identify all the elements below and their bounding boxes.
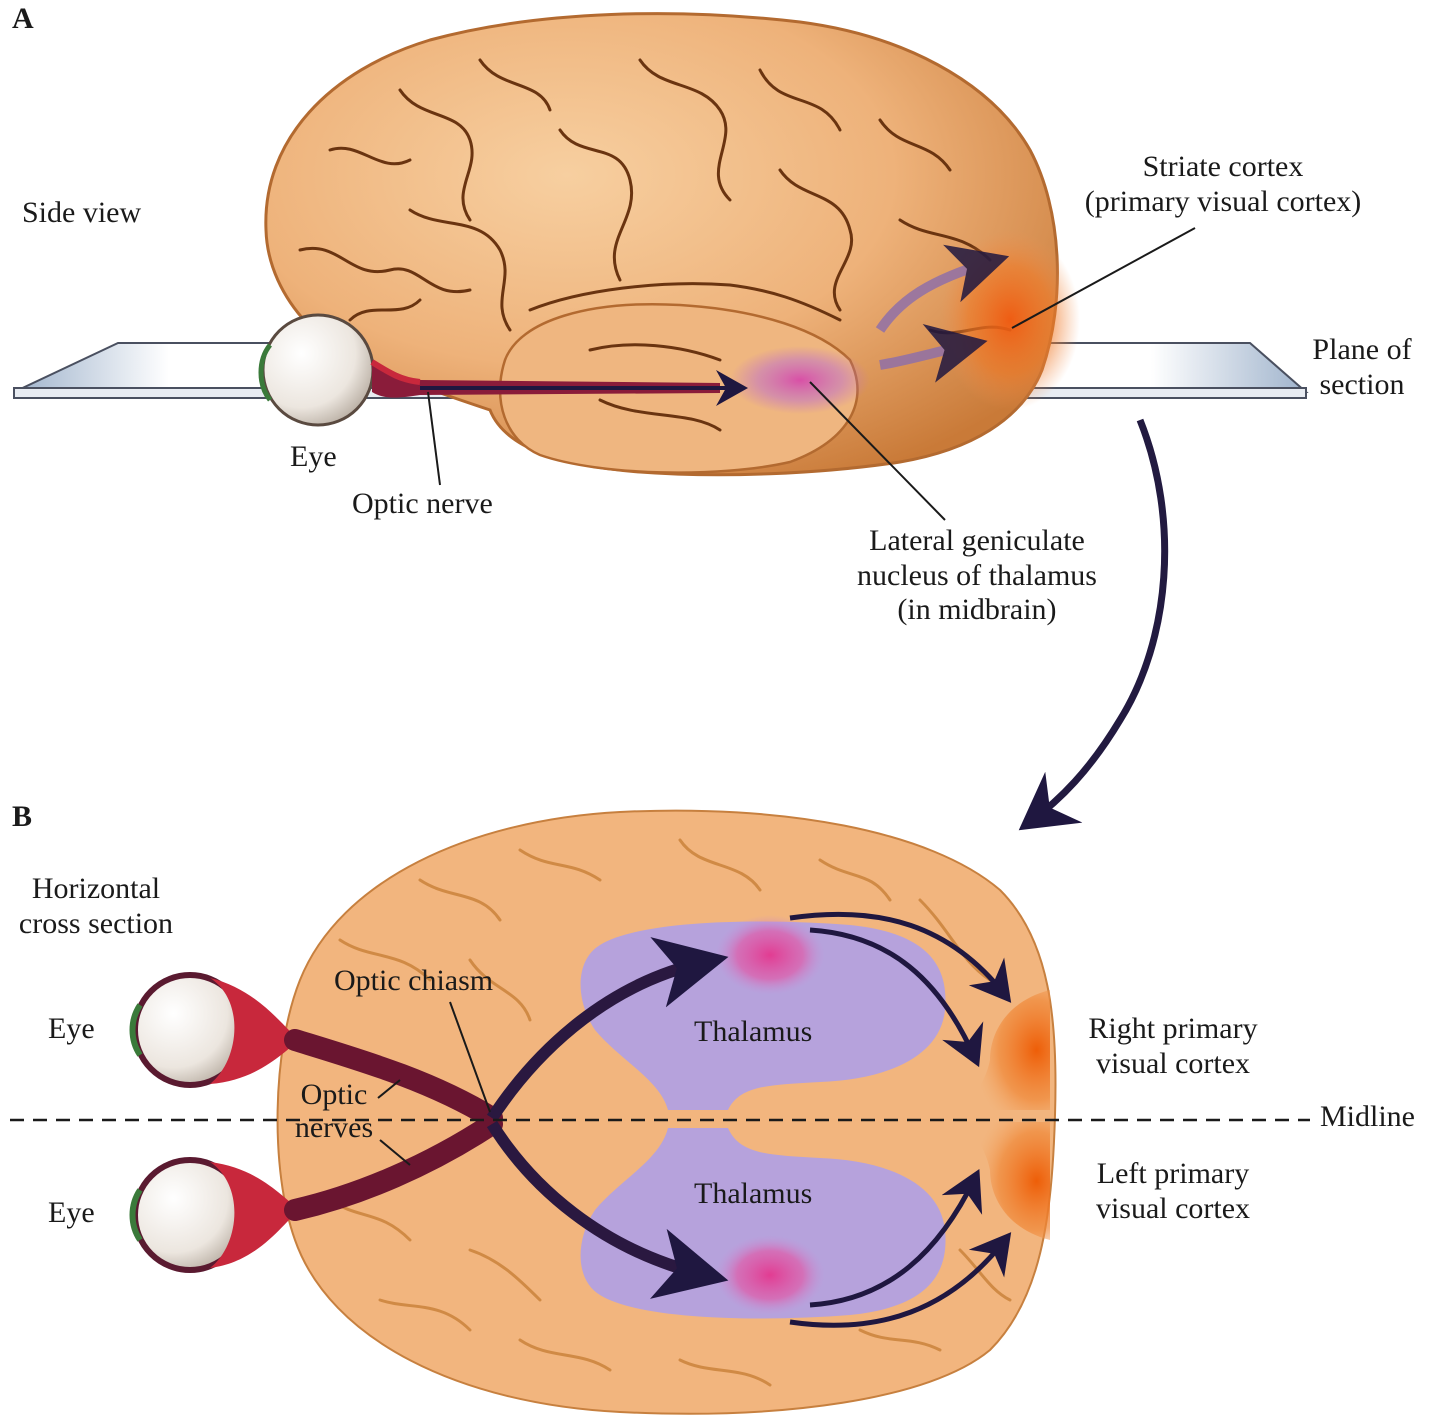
optic-chiasm-label: Optic chiasm (334, 964, 493, 999)
optic-nerves-line-1: Optic (286, 1078, 382, 1111)
optic-nerves-label: Optic nerves (286, 1078, 382, 1144)
eye-bottom-label: Eye (48, 1196, 95, 1231)
left-cortex-line-1: Left primary (1068, 1157, 1278, 1192)
right-cortex-line-1: Right primary (1068, 1012, 1278, 1047)
lgn-line-3: (in midbrain) (822, 593, 1132, 628)
side-view-label: Side view (22, 196, 141, 231)
thalamus-top-label: Thalamus (694, 1015, 812, 1050)
midline-label: Midline (1320, 1100, 1415, 1135)
right-cortex-label: Right primary visual cortex (1068, 1012, 1278, 1081)
plane-of-section-label: Plane of section (1296, 333, 1428, 402)
horizontal-line-2: cross section (0, 907, 192, 942)
eye-side-label: Eye (290, 440, 337, 475)
plane-line-2: section (1296, 368, 1428, 403)
optic-nerve-label: Optic nerve (352, 487, 493, 522)
striate-cortex-label: Striate cortex (primary visual cortex) (1058, 150, 1388, 219)
lgn-region (730, 346, 870, 414)
striate-cortex-line-1: Striate cortex (1058, 150, 1388, 185)
optic-nerves-line-2: nerves (286, 1111, 382, 1144)
panel-a-side-view (14, 14, 1306, 822)
plane-line-1: Plane of (1296, 333, 1428, 368)
left-cortex-label: Left primary visual cortex (1068, 1157, 1278, 1226)
panel-b-letter: B (12, 800, 32, 835)
horizontal-section-label: Horizontal cross section (0, 872, 192, 941)
panel-b-horizontal-section (10, 811, 1310, 1414)
lgn-label: Lateral geniculate nucleus of thalamus (… (822, 524, 1132, 628)
lgn-bottom (715, 1235, 825, 1315)
eye-side (263, 315, 373, 425)
lgn-line-1: Lateral geniculate (822, 524, 1132, 559)
eye-top-label: Eye (48, 1012, 95, 1047)
thalamus-bottom-label: Thalamus (694, 1177, 812, 1212)
left-cortex-line-2: visual cortex (1068, 1192, 1278, 1227)
horizontal-line-1: Horizontal (0, 872, 192, 907)
lgn-line-2: nucleus of thalamus (822, 559, 1132, 594)
optic-nerve-leader (428, 392, 440, 485)
lgn-top (715, 915, 825, 995)
striate-cortex-region (940, 230, 1080, 410)
panel-a-letter: A (12, 2, 34, 37)
right-cortex-line-2: visual cortex (1068, 1047, 1278, 1082)
brain-top (278, 811, 1056, 1414)
striate-cortex-line-2: (primary visual cortex) (1058, 185, 1388, 220)
